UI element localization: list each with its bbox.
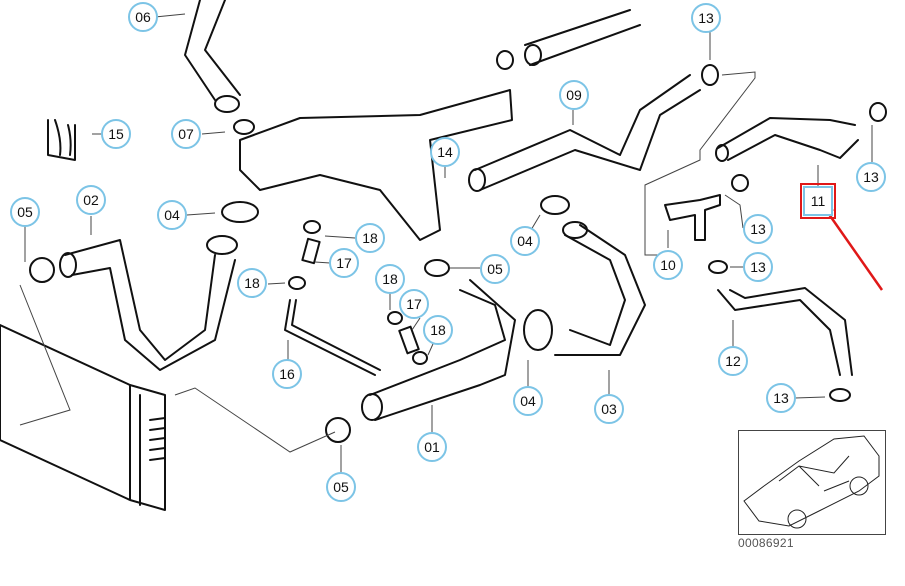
clamp-18c [387, 311, 403, 325]
callout-14[interactable]: 14 [430, 137, 460, 167]
clamp-top [496, 50, 514, 70]
hose-06 [184, 0, 241, 101]
clamp-13b [869, 102, 887, 122]
callout-04-bottom[interactable]: 04 [513, 386, 543, 416]
callout-13-lower[interactable]: 13 [743, 252, 773, 282]
callout-16[interactable]: 16 [272, 359, 302, 389]
clamp-13e [829, 388, 851, 402]
clip-15 [47, 119, 76, 161]
hose-06-end [214, 95, 240, 113]
clamp-13a [701, 64, 719, 86]
clamp-13d [708, 260, 728, 274]
callout-12[interactable]: 12 [718, 346, 748, 376]
callout-07[interactable]: 07 [171, 119, 201, 149]
clamp-05a [29, 257, 55, 283]
callout-10[interactable]: 10 [653, 250, 683, 280]
callout-02[interactable]: 02 [76, 185, 106, 215]
clamp-18b [288, 276, 306, 290]
clamp-04a [221, 201, 259, 223]
callout-18-a[interactable]: 18 [355, 223, 385, 253]
hose-12 [717, 287, 853, 376]
hose-09 [474, 74, 701, 191]
callout-04-left[interactable]: 04 [157, 200, 187, 230]
hose-02 [64, 239, 236, 371]
callout-06[interactable]: 06 [128, 2, 158, 32]
callout-13-bottom[interactable]: 13 [766, 383, 796, 413]
callout-11-highlighted[interactable]: 11 [800, 183, 836, 219]
callout-05-bottom[interactable]: 05 [326, 472, 356, 502]
callout-05-mid[interactable]: 05 [480, 254, 510, 284]
hose-17b [398, 325, 420, 355]
callout-09[interactable]: 09 [559, 80, 589, 110]
vehicle-thumbnail[interactable] [738, 430, 886, 535]
callout-18-b[interactable]: 18 [237, 268, 267, 298]
callout-18-d[interactable]: 18 [423, 315, 453, 345]
clamp-04b [540, 195, 570, 215]
highlight-arrow [824, 209, 884, 291]
callout-17-a[interactable]: 17 [329, 248, 359, 278]
hose-11 [717, 117, 859, 161]
callout-17-b[interactable]: 17 [399, 289, 429, 319]
car-outline-icon [743, 435, 880, 529]
clamp-07 [233, 119, 255, 135]
clamp-18d [412, 351, 428, 365]
clamp-04c [523, 309, 553, 351]
hose-03 [554, 224, 646, 356]
catalog-number: 00086921 [738, 536, 794, 550]
clamp-05b [424, 259, 450, 277]
callout-18-c[interactable]: 18 [375, 264, 405, 294]
callout-04-mid[interactable]: 04 [510, 226, 540, 256]
hose-17a [301, 237, 321, 265]
clamp-05c [325, 417, 351, 443]
callout-03[interactable]: 03 [594, 394, 624, 424]
hose-top [524, 9, 641, 66]
radiator [0, 324, 166, 511]
callout-13-right[interactable]: 13 [856, 162, 886, 192]
clamp-13c [731, 174, 749, 192]
callout-15[interactable]: 15 [101, 119, 131, 149]
callout-01[interactable]: 01 [417, 432, 447, 462]
hose-16 [284, 299, 381, 376]
manifold [239, 89, 513, 241]
callout-05-left[interactable]: 05 [10, 197, 40, 227]
pipe-01 [369, 279, 516, 421]
valve-10 [664, 194, 721, 241]
clamp-18a [303, 220, 321, 234]
callout-13-top[interactable]: 13 [691, 3, 721, 33]
callout-13-mid[interactable]: 13 [743, 214, 773, 244]
